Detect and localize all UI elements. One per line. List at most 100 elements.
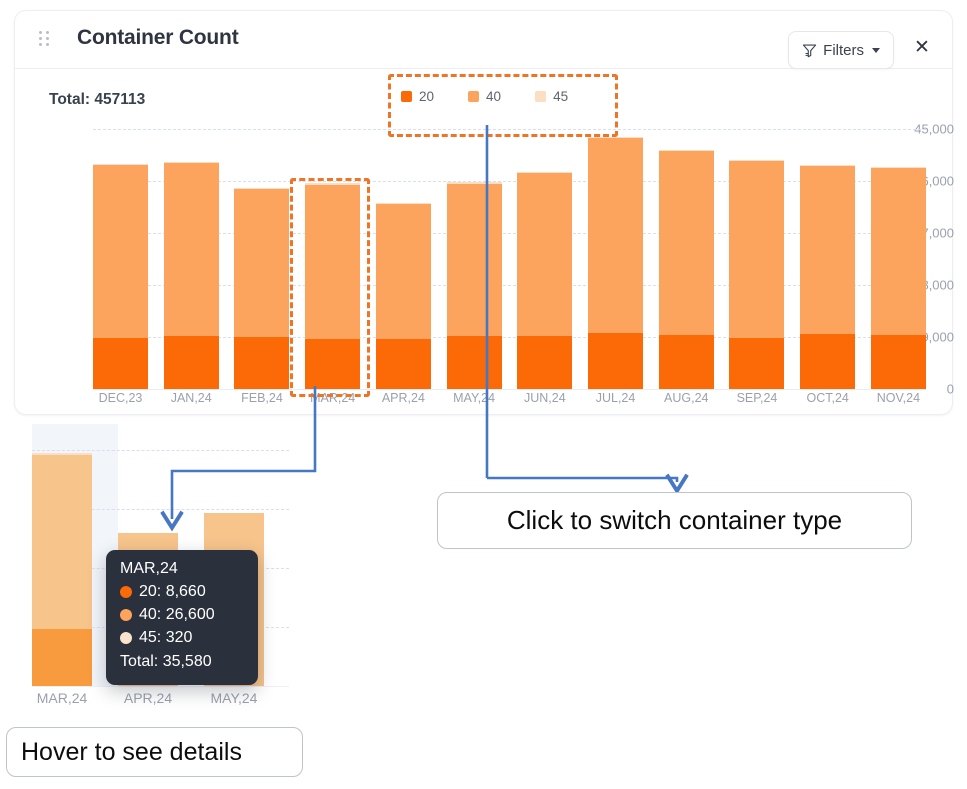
x-axis-tick: DEC,23 <box>98 391 143 405</box>
bar-segment-20[interactable] <box>446 336 502 389</box>
bar-segment-20[interactable] <box>305 338 361 389</box>
bar-segment-20[interactable] <box>234 337 290 389</box>
bar-column[interactable] <box>517 129 573 389</box>
bar-segment-20[interactable] <box>658 334 714 389</box>
bar-column[interactable] <box>658 129 714 389</box>
close-icon[interactable]: ✕ <box>914 36 930 58</box>
bar-segment-40[interactable] <box>305 185 361 339</box>
chart-legend: 20 40 45 <box>401 89 568 104</box>
x-axis-tick: NOV,24 <box>876 391 921 405</box>
legend-item-45[interactable]: 45 <box>535 89 568 104</box>
inset-gridline <box>32 509 289 511</box>
card-header: Container Count Filters ✕ <box>15 11 952 69</box>
x-axis-tick: FEB,24 <box>241 391 283 405</box>
tooltip-row-45: 45: 320 <box>120 626 246 649</box>
bar-segment-45[interactable] <box>234 187 290 189</box>
drag-dots-icon[interactable] <box>39 31 49 49</box>
bar-column[interactable] <box>305 129 361 389</box>
bar-segment-40[interactable] <box>658 150 714 335</box>
inset-bar-segment-45[interactable] <box>32 452 92 456</box>
chevron-down-icon <box>872 47 880 53</box>
bar-segment-40[interactable] <box>588 138 644 333</box>
bar-segment-40[interactable] <box>93 164 148 339</box>
tooltip-value-20: 20: 8,660 <box>139 583 206 600</box>
bar-segment-20[interactable] <box>588 332 644 389</box>
bar-segment-45[interactable] <box>870 167 926 169</box>
legend-swatch-40 <box>468 91 480 102</box>
filters-button[interactable]: Filters <box>788 31 894 69</box>
bar-segment-20[interactable] <box>93 338 148 389</box>
bar-segment-45[interactable] <box>375 202 431 205</box>
x-axis-tick: APR,24 <box>381 391 425 405</box>
tooltip-dot-45 <box>120 631 132 644</box>
bar-segment-40[interactable] <box>234 188 290 338</box>
inset-x-tick: APR,24 <box>123 690 173 706</box>
inset-bar-column[interactable] <box>32 424 92 686</box>
bar-segment-45[interactable] <box>517 172 573 174</box>
arrow-legend-head <box>487 478 677 482</box>
x-axis-tick: JAN,24 <box>170 391 212 405</box>
bar-segment-20[interactable] <box>517 336 573 389</box>
bar-segment-45[interactable] <box>729 160 785 162</box>
bar-column[interactable] <box>234 129 290 389</box>
x-axis-tick: OCT,24 <box>806 391 849 405</box>
legend-item-20[interactable]: 20 <box>401 89 434 104</box>
bar-segment-40[interactable] <box>517 173 573 337</box>
bar-segment-45[interactable] <box>305 183 361 186</box>
bar-segment-20[interactable] <box>800 334 856 389</box>
inset-bar-segment-40[interactable] <box>32 455 92 630</box>
bar-column[interactable] <box>729 129 785 389</box>
gridline <box>93 233 926 234</box>
gridline <box>93 129 926 130</box>
bar-segment-45[interactable] <box>588 137 644 139</box>
page-title: Container Count <box>77 26 239 49</box>
y-axis-tick: 45,000 <box>914 121 954 137</box>
inset-x-tick: MAR,24 <box>36 690 88 706</box>
bar-column[interactable] <box>375 129 431 389</box>
bar-column[interactable] <box>800 129 856 389</box>
bar-column[interactable] <box>93 129 148 389</box>
legend-label-45: 45 <box>553 89 569 104</box>
tooltip-value-45: 45: 320 <box>139 629 193 647</box>
x-axis-line <box>93 389 926 390</box>
bar-segment-20[interactable] <box>729 337 785 389</box>
y-axis-tick: 9,000 <box>921 329 954 345</box>
x-axis-tick: AUG,24 <box>664 391 709 405</box>
bar-segment-20[interactable] <box>870 334 926 389</box>
x-axis-tick: JUN,24 <box>523 391 566 405</box>
x-axis-tick: MAR,24 <box>310 391 356 405</box>
callout-click-to-switch: Click to switch container type <box>437 492 912 549</box>
bar-column[interactable] <box>588 129 644 389</box>
bar-segment-40[interactable] <box>446 183 502 337</box>
bar-segment-20[interactable] <box>163 336 219 389</box>
bar-segment-40[interactable] <box>375 204 431 339</box>
bar-segment-20[interactable] <box>375 338 431 389</box>
bar-column[interactable] <box>870 129 926 389</box>
gridline <box>93 337 926 338</box>
legend-swatch-45 <box>535 91 547 102</box>
bar-segment-45[interactable] <box>800 164 856 166</box>
chart-tooltip: MAR,24 20: 8,660 40: 26,600 45: 320 Tota… <box>106 550 258 685</box>
bar-segment-40[interactable] <box>800 165 856 335</box>
bar-segment-40[interactable] <box>729 161 785 338</box>
bar-segment-45[interactable] <box>446 182 502 184</box>
bar-column[interactable] <box>446 129 502 389</box>
bar-column[interactable] <box>163 129 219 389</box>
callout-hover-to-see: Hover to see details <box>6 727 303 777</box>
bar-segment-45[interactable] <box>163 161 219 164</box>
inset-bar-segment-20[interactable] <box>32 629 92 686</box>
x-axis-tick: JUL,24 <box>595 391 636 405</box>
bar-segment-40[interactable] <box>163 163 219 337</box>
tooltip-dot-20 <box>120 585 132 598</box>
tooltip-row-40: 40: 26,600 <box>120 603 246 626</box>
inset-axis-line <box>32 686 289 687</box>
legend-label-20: 20 <box>419 89 435 104</box>
bar-segment-45[interactable] <box>93 163 148 165</box>
bar-segment-40[interactable] <box>870 168 926 335</box>
legend-item-40[interactable]: 40 <box>468 89 501 104</box>
tooltip-row-20: 20: 8,660 <box>120 580 246 603</box>
inset-gridline <box>32 450 289 452</box>
bar-segment-45[interactable] <box>658 149 714 151</box>
